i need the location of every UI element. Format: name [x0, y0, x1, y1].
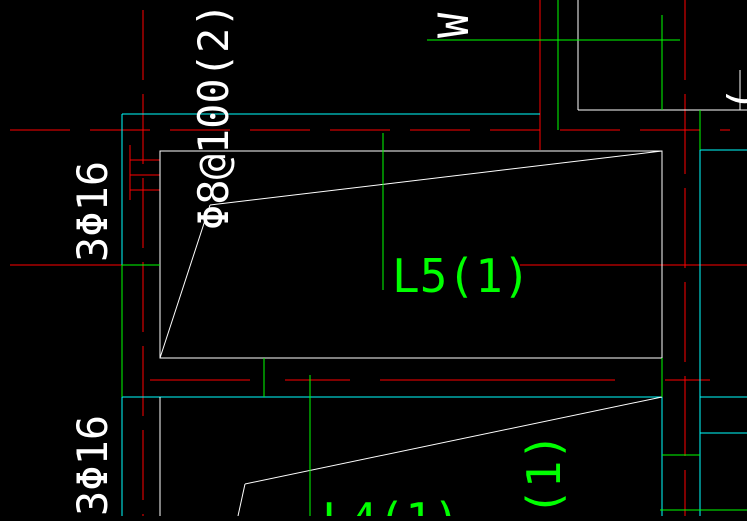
red-axis-lines — [10, 0, 747, 516]
stirrup-label-text: Φ8@100(2) — [189, 2, 238, 230]
green-lines — [121, 0, 747, 516]
white-beam-outline — [159, 0, 747, 517]
beam-main-label: L5(1) — [392, 249, 530, 303]
rebar-top-label: 3Φ16 — [68, 161, 117, 262]
beam-partial-right-label: (1) — [517, 433, 571, 516]
corner-w-label-text: W — [429, 12, 478, 38]
rebar-bottom-label-text: 3Φ16 — [68, 415, 117, 516]
rebar-top-label-text: 3Φ16 — [68, 161, 117, 262]
edge-partial-label-text: ( — [719, 87, 747, 112]
beam-partial-right-label-text: (1) — [517, 433, 571, 516]
stirrup-label: Φ8@100(2) — [189, 2, 238, 230]
rebar-bottom-label: 3Φ16 — [68, 415, 117, 516]
corner-w-label: W — [429, 12, 478, 38]
beam-partial-left-label: L4(1) — [322, 493, 460, 516]
edge-partial-label: ( — [719, 87, 747, 112]
